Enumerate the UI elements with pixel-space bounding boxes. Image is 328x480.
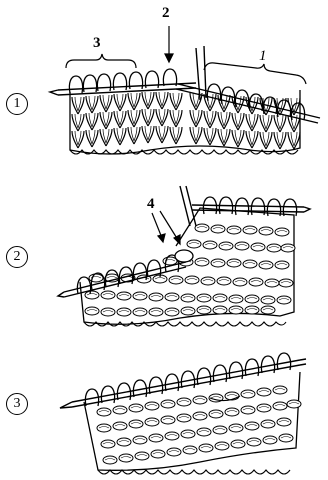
panel-3-loops — [85, 353, 290, 406]
step-number-1: 1 — [6, 93, 28, 115]
callout-label-1: 1 — [259, 49, 267, 64]
panel-1-loops — [69, 69, 304, 120]
panel-1-annotations — [66, 26, 306, 84]
callout-label-3: 3 — [93, 36, 101, 51]
callout-label-4: 4 — [147, 197, 155, 212]
callout-label-2: 2 — [162, 6, 170, 21]
step-number-2: 2 — [6, 246, 28, 268]
panel-3-fabric — [84, 372, 301, 474]
panel-2-fabric — [80, 208, 295, 326]
step-number-3: 3 — [6, 393, 28, 415]
panel-2-annotations — [152, 211, 180, 244]
